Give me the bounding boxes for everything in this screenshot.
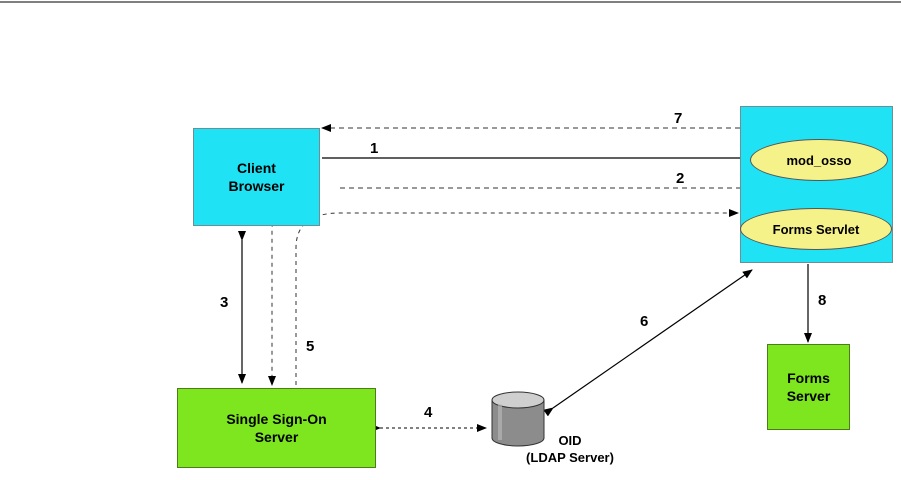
sso-server-label: Single Sign-On Server: [226, 411, 327, 445]
step-4-label: 4: [424, 404, 433, 421]
step-7-label: 7: [674, 110, 683, 127]
step-3-label: 3: [220, 294, 229, 311]
step-2-label: 2: [676, 170, 685, 187]
client-browser-box: Client Browser: [193, 128, 320, 226]
client-browser-label: Client Browser: [228, 160, 285, 194]
step-1-label: 1: [370, 140, 379, 157]
forms-server-box: Forms Server: [767, 344, 850, 430]
oid-label: OID (LDAP Server): [526, 433, 614, 465]
step-6-label: 6: [640, 313, 649, 330]
forms-servlet-label: Forms Servlet: [772, 221, 860, 237]
sso-server-box: Single Sign-On Server: [177, 388, 376, 468]
arrow-5: [295, 209, 739, 385]
forms-server-label: Forms Server: [786, 370, 831, 404]
arrow-6: [543, 269, 753, 417]
oid-database-icon: [491, 391, 545, 447]
mod-osso-node: mod_osso: [750, 139, 888, 181]
step-8-label: 8: [818, 292, 827, 309]
forms-servlet-node: Forms Servlet: [740, 208, 892, 250]
mod-osso-label: mod_osso: [786, 152, 852, 168]
step-5-label: 5: [306, 338, 315, 355]
